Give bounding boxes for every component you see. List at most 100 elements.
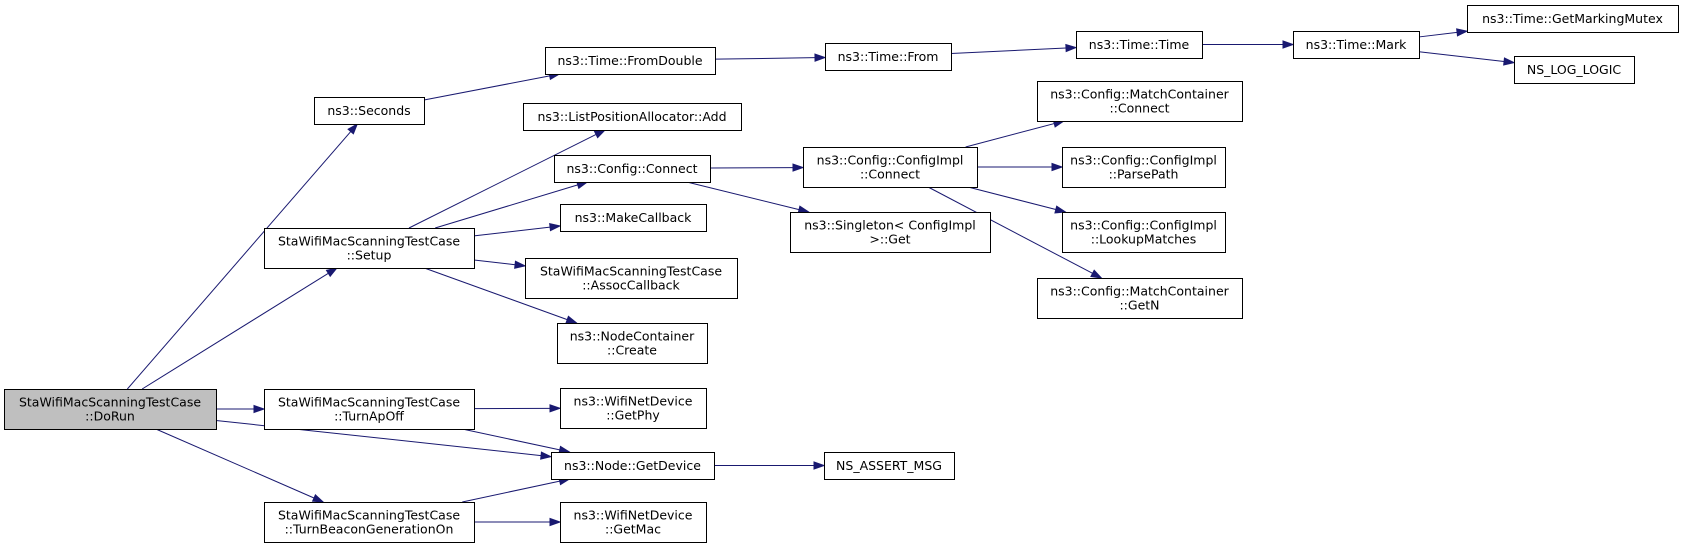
edge-line (423, 75, 550, 101)
node-dorun[interactable]: StaWifiMacScanningTestCase::DoRun (4, 389, 217, 430)
node-box[interactable] (1037, 81, 1243, 122)
node-makecallback[interactable]: ns3::MakeCallback (560, 204, 707, 232)
node-box[interactable] (314, 97, 425, 125)
node-box[interactable] (523, 103, 742, 131)
node-getmac[interactable]: ns3::WifiNetDevice::GetMac (560, 502, 707, 543)
node-box[interactable] (803, 147, 978, 188)
node-label: ns3::Time::FromDouble (557, 53, 702, 68)
node-parsepath[interactable]: ns3::Config::ConfigImpl::ParsePath (1062, 147, 1226, 188)
edge-beaconon-to-getdevice (462, 477, 572, 503)
node-box[interactable] (545, 47, 716, 75)
node-implconnect[interactable]: ns3::Config::ConfigImpl::Connect (803, 147, 978, 188)
node-label: ::Setup (347, 248, 392, 263)
node-beaconon[interactable]: StaWifiMacScanningTestCase::TurnBeaconGe… (264, 502, 475, 543)
node-box[interactable] (4, 389, 217, 430)
node-label: StaWifiMacScanningTestCase (278, 395, 460, 410)
edge-seconds-to-fromdouble (423, 71, 562, 101)
node-lookupmatches[interactable]: ns3::Config::ConfigImpl::LookupMatches (1062, 212, 1226, 253)
edge-fromdouble-to-from (714, 53, 827, 62)
node-label: StaWifiMacScanningTestCase (540, 264, 722, 279)
node-assoccallback[interactable]: StaWifiMacScanningTestCase::AssocCallbac… (525, 258, 738, 299)
node-label: ns3::Config::ConfigImpl (1070, 218, 1217, 233)
edge-dorun-to-getdevice (215, 419, 553, 460)
node-singleton[interactable]: ns3::Singleton< ConfigImpl >::Get (790, 212, 991, 253)
node-mcgetn[interactable]: ns3::Config::MatchContainer::GetN (1037, 278, 1243, 319)
edge-dorun-to-turnapoff (216, 404, 266, 414)
edge-line (462, 428, 560, 451)
node-box[interactable] (551, 452, 715, 480)
edge-line (462, 480, 560, 503)
nodes-layer: StaWifiMacScanningTestCase::DoRun ns3::Se… (4, 5, 1679, 543)
arrowhead-icon (797, 205, 811, 214)
edge-dorun-to-seconds (126, 122, 359, 390)
node-box[interactable] (790, 212, 991, 253)
node-box[interactable] (264, 228, 475, 269)
node-label: ::GetPhy (606, 408, 660, 423)
node-label: ns3::Config::ConfigImpl (817, 153, 964, 168)
arrowhead-icon (347, 122, 359, 135)
node-nodecreate[interactable]: ns3::NodeContainer::Create (557, 323, 708, 364)
node-label: ::LookupMatches (1091, 232, 1197, 247)
arrowhead-icon (253, 404, 266, 414)
node-turnapoff[interactable]: StaWifiMacScanningTestCase::TurnApOff (264, 389, 475, 430)
node-label: ns3::Time::Time (1089, 37, 1190, 52)
node-box[interactable] (824, 452, 955, 480)
edge-line (435, 184, 578, 229)
edge-setup-to-assoccallback (473, 259, 527, 269)
node-box[interactable] (560, 388, 707, 429)
node-label: ns3::Time::From (838, 49, 939, 64)
edges-layer (126, 28, 1516, 527)
node-getdevice[interactable]: ns3::Node::GetDevice (551, 452, 715, 480)
edge-line (473, 259, 516, 266)
node-box[interactable] (825, 43, 952, 71)
node-box[interactable] (557, 323, 708, 364)
node-box[interactable] (554, 155, 711, 183)
arrowhead-icon (565, 315, 579, 324)
arrowhead-icon (1503, 57, 1516, 66)
node-box[interactable] (1037, 278, 1243, 319)
node-box[interactable] (1514, 56, 1635, 84)
node-mark[interactable]: ns3::Time::Mark (1293, 31, 1420, 59)
edge-beaconon-to-getmac (474, 517, 562, 527)
node-box[interactable] (1062, 212, 1226, 253)
node-box[interactable] (560, 502, 707, 543)
node-label: StaWifiMacScanningTestCase (278, 508, 460, 523)
node-mcconnect[interactable]: ns3::Config::MatchContainer::Connect (1037, 81, 1243, 122)
node-box[interactable] (560, 204, 707, 232)
node-configconnect[interactable]: ns3::Config::Connect (554, 155, 711, 183)
node-box[interactable] (264, 502, 475, 543)
node-listadd[interactable]: ns3::ListPositionAllocator::Add (523, 103, 742, 131)
node-box[interactable] (264, 389, 475, 430)
node-box[interactable] (1293, 31, 1420, 59)
node-label: NS_LOG_LOGIC (1527, 62, 1622, 77)
edge-line (1418, 51, 1505, 62)
node-from[interactable]: ns3::Time::From (825, 43, 952, 71)
arrowhead-icon (593, 129, 607, 139)
node-time[interactable]: ns3::Time::Time (1076, 31, 1203, 59)
edge-line (950, 47, 1067, 54)
node-label: >::Get (869, 232, 910, 247)
node-nsassert[interactable]: NS_ASSERT_MSG (824, 452, 955, 480)
node-label: ::TurnBeaconGenerationOn (285, 522, 454, 537)
node-nslogic[interactable]: NS_LOG_LOGIC (1514, 56, 1635, 84)
arrowhead-icon (325, 267, 339, 278)
node-label: NS_ASSERT_MSG (836, 458, 942, 473)
edge-line (967, 186, 1056, 211)
edge-time-to-mark (1202, 40, 1295, 49)
node-seconds[interactable]: ns3::Seconds (314, 97, 425, 125)
node-fromdouble[interactable]: ns3::Time::FromDouble (545, 47, 716, 75)
node-label: ns3::Time::Mark (1306, 37, 1407, 52)
node-label: ns3::Config::Connect (566, 161, 697, 176)
node-setup[interactable]: StaWifiMacScanningTestCase::Setup (264, 228, 475, 269)
node-label: ns3::MakeCallback (575, 210, 693, 225)
node-getmarkingmutex[interactable]: ns3::Time::GetMarkingMutex (1467, 5, 1679, 33)
node-label: ns3::Config::MatchContainer (1050, 87, 1229, 102)
node-getphy[interactable]: ns3::WifiNetDevice::GetPhy (560, 388, 707, 429)
arrowhead-icon (792, 163, 805, 172)
node-box[interactable] (1467, 5, 1679, 33)
node-box[interactable] (525, 258, 738, 299)
node-box[interactable] (1076, 31, 1203, 59)
node-box[interactable] (1062, 147, 1226, 188)
arrowhead-icon (1090, 269, 1103, 279)
